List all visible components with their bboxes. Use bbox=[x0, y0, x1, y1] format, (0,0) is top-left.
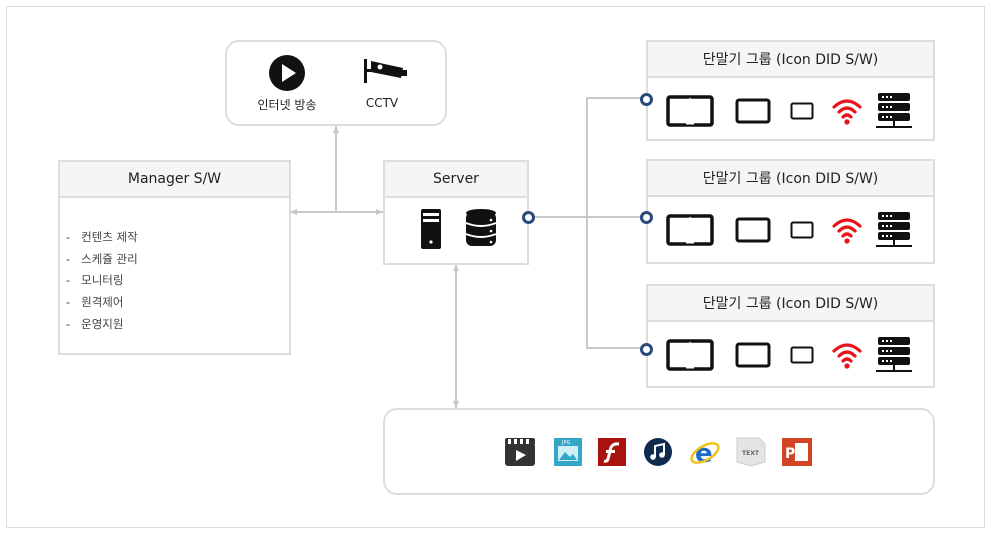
text-file-icon: TEXT bbox=[736, 437, 766, 467]
manager-item: - 원격제어 bbox=[66, 295, 124, 309]
manager-item-label: 원격제어 bbox=[81, 295, 124, 309]
media-link bbox=[335, 126, 337, 212]
powerpoint-icon: P bbox=[782, 438, 812, 466]
media-source-box: 인터넷 방송 CCTV bbox=[225, 40, 447, 126]
video-icon bbox=[505, 438, 535, 466]
device-group-title: 단말기 그룹 (Icon DID S/W) bbox=[648, 286, 933, 322]
device-group-2: 단말기 그룹 (Icon DID S/W) bbox=[646, 159, 935, 264]
server-rack-icon bbox=[876, 212, 912, 247]
manager-item-label: 스케쥴 관리 bbox=[81, 252, 138, 266]
manager-item: - 운영지원 bbox=[66, 317, 124, 331]
cctv-label: CCTV bbox=[365, 96, 399, 110]
internet-broadcast-label: 인터넷 방송 bbox=[257, 98, 317, 112]
wifi-icon bbox=[832, 343, 862, 369]
svg-text:JPG: JPG bbox=[561, 440, 570, 446]
server-rack-icon bbox=[876, 337, 912, 372]
large-tablet-icon bbox=[666, 214, 714, 246]
manager-item: - 컨텐츠 제작 bbox=[66, 230, 138, 244]
device-link-3 bbox=[587, 347, 646, 349]
internet-explorer-icon: e bbox=[690, 439, 720, 467]
manager-server-link bbox=[290, 211, 383, 213]
wifi-icon bbox=[832, 99, 862, 125]
device-group-1: 단말기 그룹 (Icon DID S/W) bbox=[646, 40, 935, 141]
small-tablet-icon bbox=[790, 346, 814, 364]
device-bus-line bbox=[586, 97, 588, 349]
manager-item-label: 컨텐츠 제작 bbox=[81, 230, 138, 244]
wifi-icon bbox=[832, 218, 862, 244]
large-tablet-icon bbox=[666, 339, 714, 371]
server-rack-icon bbox=[876, 93, 912, 128]
device-group-title: 단말기 그룹 (Icon DID S/W) bbox=[648, 42, 933, 78]
device-connector-node bbox=[640, 93, 653, 106]
server-title: Server bbox=[385, 162, 527, 198]
content-types-box: JPG e TEXT P bbox=[383, 408, 935, 495]
medium-tablet-icon bbox=[735, 98, 771, 124]
cctv-camera-icon bbox=[364, 59, 407, 83]
manager-sw-box: Manager S/W - 컨텐츠 제작 - 스케쥴 관리 - 모니터링 - 원… bbox=[58, 160, 291, 355]
medium-tablet-icon bbox=[735, 217, 771, 243]
svg-text:P: P bbox=[785, 446, 795, 462]
server-device-link bbox=[528, 216, 587, 218]
device-connector-node bbox=[640, 211, 653, 224]
large-tablet-icon bbox=[666, 95, 714, 127]
database-icon bbox=[465, 209, 497, 246]
play-icon bbox=[269, 55, 305, 91]
device-group-title: 단말기 그룹 (Icon DID S/W) bbox=[648, 161, 933, 197]
small-tablet-icon bbox=[790, 221, 814, 239]
manager-title: Manager S/W bbox=[60, 162, 289, 198]
device-group-3: 단말기 그룹 (Icon DID S/W) bbox=[646, 284, 935, 388]
diagram-frame bbox=[6, 6, 985, 528]
manager-item-label: 운영지원 bbox=[81, 317, 124, 331]
small-tablet-icon bbox=[790, 102, 814, 120]
device-connector-node bbox=[640, 343, 653, 356]
svg-text:TEXT: TEXT bbox=[742, 450, 760, 457]
server-connector-node bbox=[522, 211, 535, 224]
device-link-1 bbox=[587, 97, 646, 99]
medium-tablet-icon bbox=[735, 342, 771, 368]
device-link-2 bbox=[587, 216, 646, 218]
server-tower-icon bbox=[421, 209, 441, 249]
flash-icon bbox=[598, 438, 626, 466]
manager-item-label: 모니터링 bbox=[81, 273, 124, 287]
manager-item: - 모니터링 bbox=[66, 273, 124, 287]
server-content-link bbox=[455, 264, 457, 408]
server-box: Server bbox=[383, 160, 529, 265]
jpg-image-icon: JPG bbox=[554, 438, 582, 466]
manager-item: - 스케쥴 관리 bbox=[66, 252, 138, 266]
music-icon bbox=[644, 438, 672, 466]
